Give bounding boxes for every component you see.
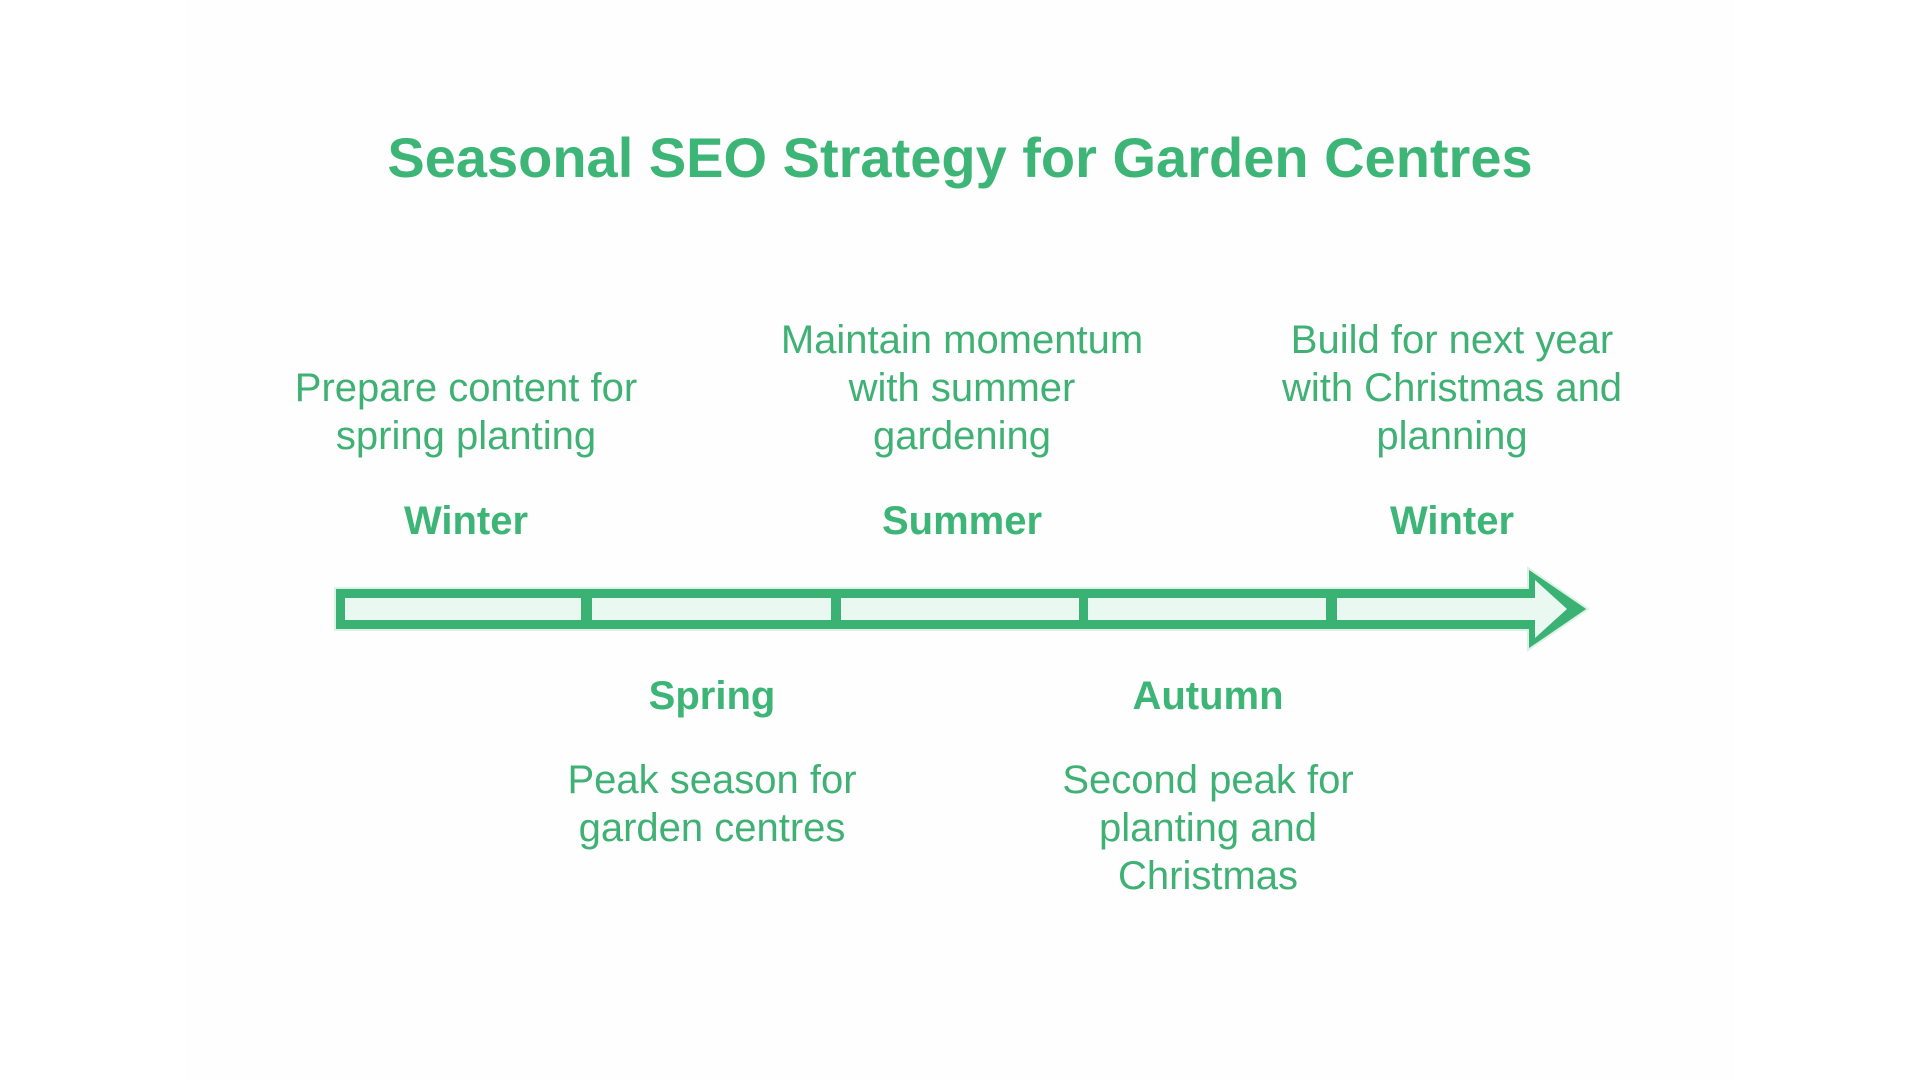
season-description: Second peak for planting and Christmas [1062,758,1354,898]
arrow-segment-4 [1088,598,1326,620]
arrow-segment-3 [841,598,1079,620]
season-description: Peak season for garden centres [567,758,857,850]
season-description: Build for next year with Christmas and p… [1281,318,1623,458]
timeline-arrow-graphic [334,566,1590,652]
timeline-item-winter-start: Prepare content for spring planting Wint… [246,316,686,545]
timeline-item-spring: Spring Peak season for garden centres [492,672,932,852]
season-description: Maintain momentum with summer gardening [780,318,1144,458]
page-title: Seasonal SEO Strategy for Garden Centres [387,126,1533,189]
arrow-segment-5-head [1337,580,1567,638]
arrow-segment-2 [592,598,831,620]
timeline-item-summer: Maintain momentum with summer gardening … [742,316,1182,545]
page-background [186,0,1734,1080]
timeline-arrow [320,550,1610,670]
arrow-segment-1 [345,598,581,620]
season-label: Summer [881,499,1043,543]
season-label: Spring [648,674,776,718]
timeline-item-winter-end: Build for next year with Christmas and p… [1232,316,1672,545]
timeline-item-autumn: Autumn Second peak for planting and Chri… [988,672,1428,900]
season-label: Winter [1389,499,1515,543]
season-description: Prepare content for spring planting [294,366,638,458]
season-label: Autumn [1132,674,1284,718]
season-label: Winter [403,499,529,543]
